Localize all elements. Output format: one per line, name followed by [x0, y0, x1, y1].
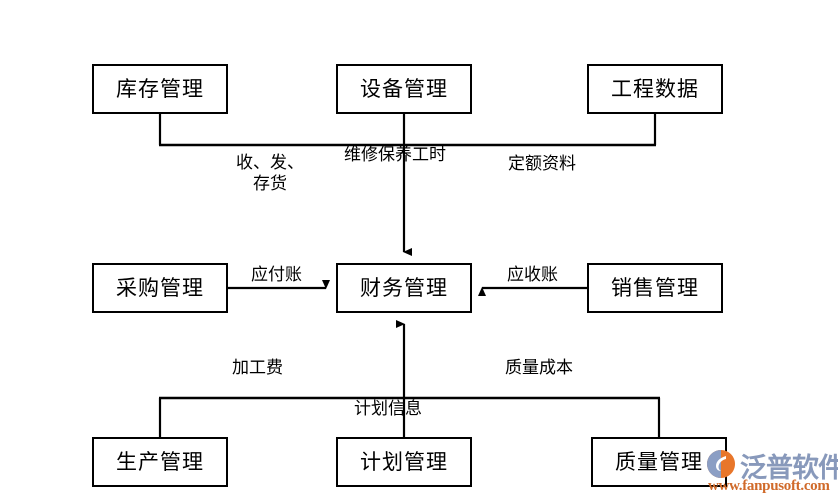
edge-label-sales-finance: 应收账 — [507, 265, 558, 284]
node-finance-label: 财务管理 — [360, 275, 448, 300]
node-planning-label: 计划管理 — [360, 449, 448, 474]
edge-label-equipment-finance: 维修保养工时 — [344, 145, 446, 164]
node-quality[interactable]: 质量管理 — [591, 437, 727, 487]
node-planning[interactable]: 计划管理 — [336, 437, 472, 487]
node-finance[interactable]: 财务管理 — [336, 263, 472, 313]
node-sales-label: 销售管理 — [611, 275, 699, 300]
node-inventory-label: 库存管理 — [116, 76, 204, 101]
node-sales[interactable]: 销售管理 — [587, 263, 723, 313]
node-equipment-label: 设备管理 — [360, 76, 448, 101]
node-inventory[interactable]: 库存管理 — [92, 64, 228, 114]
node-production[interactable]: 生产管理 — [92, 437, 228, 487]
node-equipment[interactable]: 设备管理 — [336, 64, 472, 114]
edge-label-production-finance: 加工费 — [232, 358, 283, 377]
edge-label-engineering-finance: 定额资料 — [508, 154, 576, 173]
node-engineering[interactable]: 工程数据 — [587, 64, 723, 114]
edge-label-inventory-finance: 收、发、存货 — [236, 153, 304, 193]
edge-label-quality-finance: 质量成本 — [505, 358, 573, 377]
node-purchasing[interactable]: 采购管理 — [92, 263, 228, 313]
node-production-label: 生产管理 — [116, 449, 204, 474]
edge-label-purchasing-finance: 应付账 — [251, 265, 302, 284]
node-engineering-label: 工程数据 — [611, 76, 699, 101]
node-purchasing-label: 采购管理 — [116, 275, 204, 300]
node-quality-label: 质量管理 — [615, 449, 703, 474]
edge-label-planning-finance: 计划信息 — [354, 399, 422, 418]
